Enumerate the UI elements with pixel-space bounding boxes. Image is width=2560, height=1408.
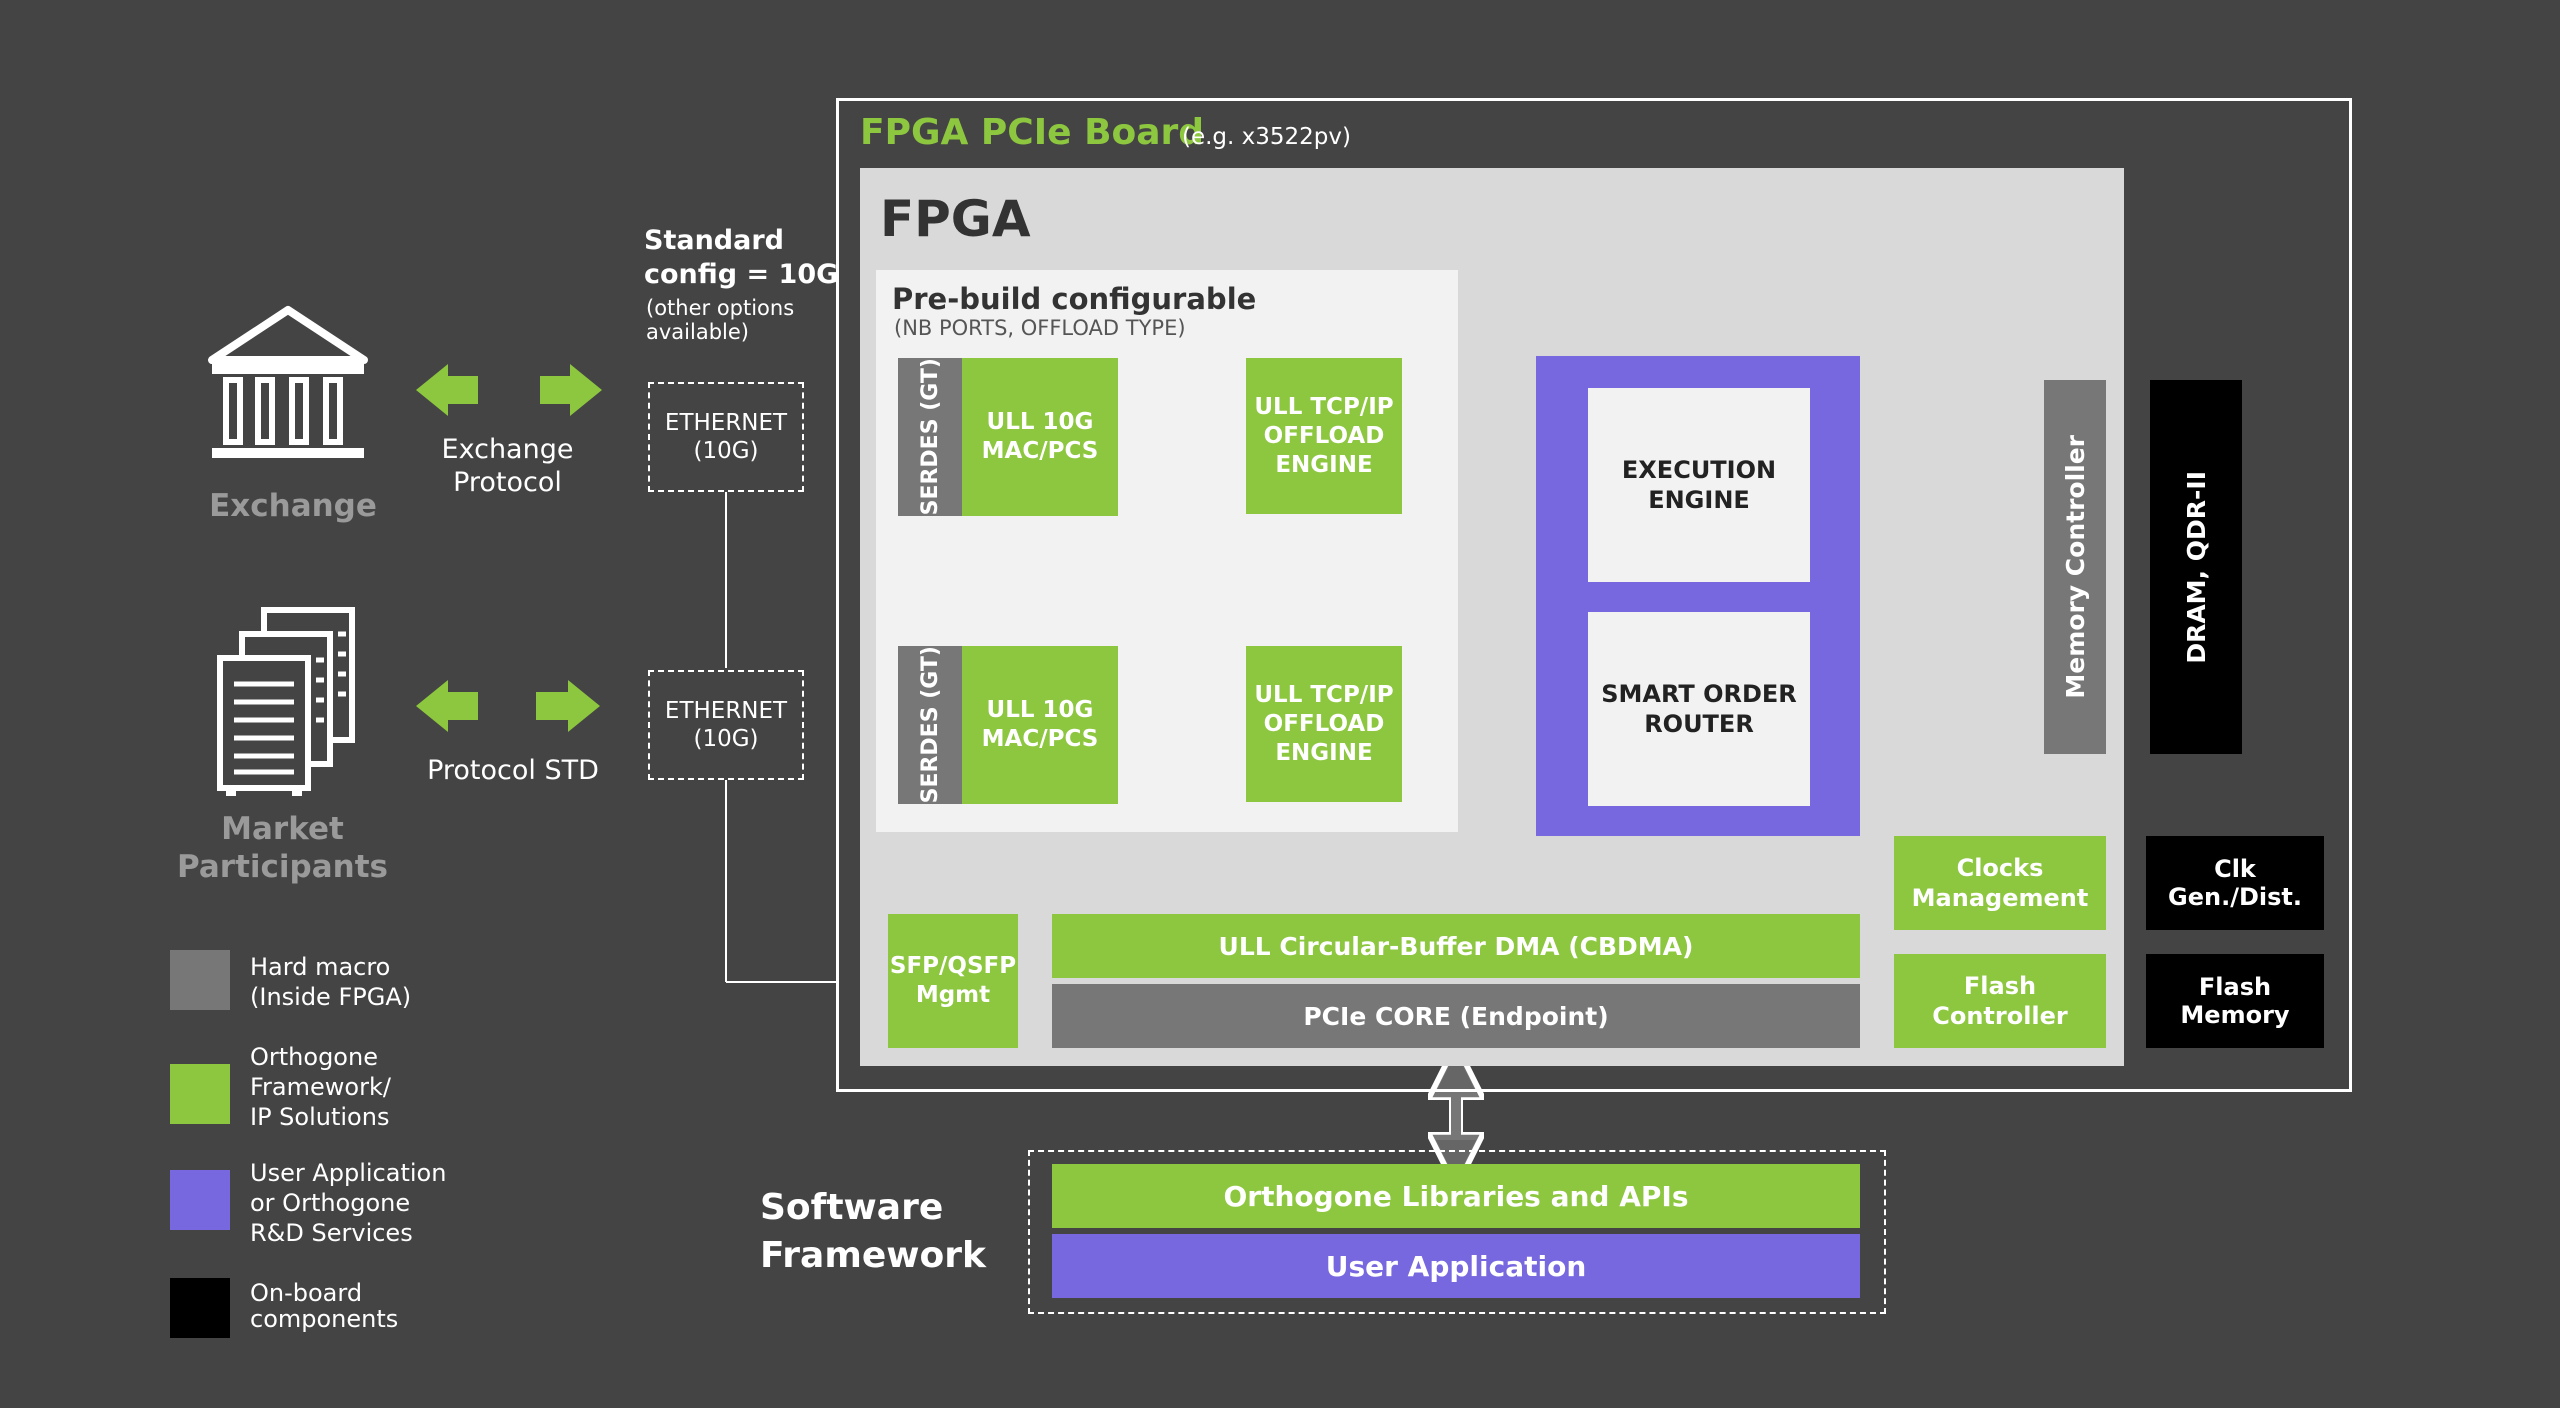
- serdes-block-2: SERDES (GT): [898, 646, 962, 804]
- software-framework-title: Software Framework: [760, 1187, 986, 1276]
- memory-controller-label: Memory Controller: [2060, 435, 2090, 699]
- servers-icon: [214, 604, 364, 798]
- clocks-management: Clocks Management: [1894, 836, 2106, 930]
- fpga-title: FPGA: [880, 190, 1031, 248]
- participants-arrows: [416, 680, 600, 732]
- legend-label-orthogone: Orthogone Framework/ IP Solutions: [250, 1043, 391, 1131]
- fpga-pcie-board: [836, 98, 2352, 1092]
- legend-label-hard-macro: Hard macro (Inside FPGA): [250, 953, 412, 1011]
- legend-swatch-orthogone: [170, 1064, 230, 1124]
- cbdma-block: ULL Circular-Buffer DMA (CBDMA): [1052, 914, 1860, 978]
- serdes-label-2: SERDES (GT): [917, 646, 943, 804]
- user-application: User Application: [1052, 1234, 1860, 1298]
- legend-label-user-app: User Application or Orthogone R&D Servic…: [250, 1159, 447, 1247]
- dram-label: DRAM, QDR-II: [2181, 470, 2211, 664]
- orthogone-libraries: Orthogone Libraries and APIs: [1052, 1164, 1860, 1228]
- clk-gen-dist: Clk Gen./Dist.: [2146, 836, 2324, 930]
- mac-pcs-block-1: ULL 10G MAC/PCS: [962, 358, 1118, 516]
- smart-order-router: SMART ORDER ROUTER: [1588, 612, 1810, 806]
- tcp-offload-block-2: ULL TCP/IP OFFLOAD ENGINE: [1246, 646, 1402, 802]
- ethernet-port-2: ETHERNET (10G): [648, 670, 804, 780]
- protocol-std-label: Protocol STD: [427, 754, 599, 786]
- mac-pcs-block-2: ULL 10G MAC/PCS: [962, 646, 1118, 804]
- ethernet-connector-lines: [725, 492, 836, 983]
- legend-swatch-onboard: [170, 1278, 230, 1338]
- sfp-qsfp-mgmt: SFP/QSFP Mgmt: [888, 914, 1018, 1048]
- prebuild-title: Pre-build configurable: [892, 282, 1257, 316]
- market-participants-label: Market Participants: [177, 811, 388, 885]
- pcie-core-block: PCIe CORE (Endpoint): [1052, 984, 1860, 1048]
- exchange-arrows: [416, 364, 602, 416]
- memory-controller: Memory Controller: [2044, 380, 2106, 754]
- legend-swatch-hard-macro: [170, 950, 230, 1010]
- standard-config-note: (other options available): [646, 296, 795, 344]
- legend-swatch-user-app: [170, 1170, 230, 1230]
- exchange-protocol-label: Exchange Protocol: [441, 434, 574, 498]
- legend: Hard macro (Inside FPGA) Orthogone Frame…: [168, 944, 498, 1344]
- board-subtitle: (e.g. x3522pv): [1182, 124, 1351, 150]
- exchange-icon: [206, 304, 370, 470]
- execution-engine: EXECUTION ENGINE: [1588, 388, 1810, 582]
- board-title: FPGA PCIe Board: [860, 112, 1205, 153]
- ethernet-port-1: ETHERNET (10G): [648, 382, 804, 492]
- flash-memory: Flash Memory: [2146, 954, 2324, 1048]
- flash-controller: Flash Controller: [1894, 954, 2106, 1048]
- standard-config-title: Standard config = 10G: [644, 225, 839, 290]
- software-framework-box: [1028, 1150, 1886, 1314]
- serdes-label-1: SERDES (GT): [917, 358, 943, 516]
- dram-block: DRAM, QDR-II: [2150, 380, 2242, 754]
- serdes-block-1: SERDES (GT): [898, 358, 962, 516]
- prebuild-subtitle: (NB PORTS, OFFLOAD TYPE): [894, 316, 1186, 340]
- legend-label-onboard: On-board components: [250, 1279, 399, 1333]
- tcp-offload-block-1: ULL TCP/IP OFFLOAD ENGINE: [1246, 358, 1402, 514]
- exchange-label: Exchange: [209, 488, 377, 524]
